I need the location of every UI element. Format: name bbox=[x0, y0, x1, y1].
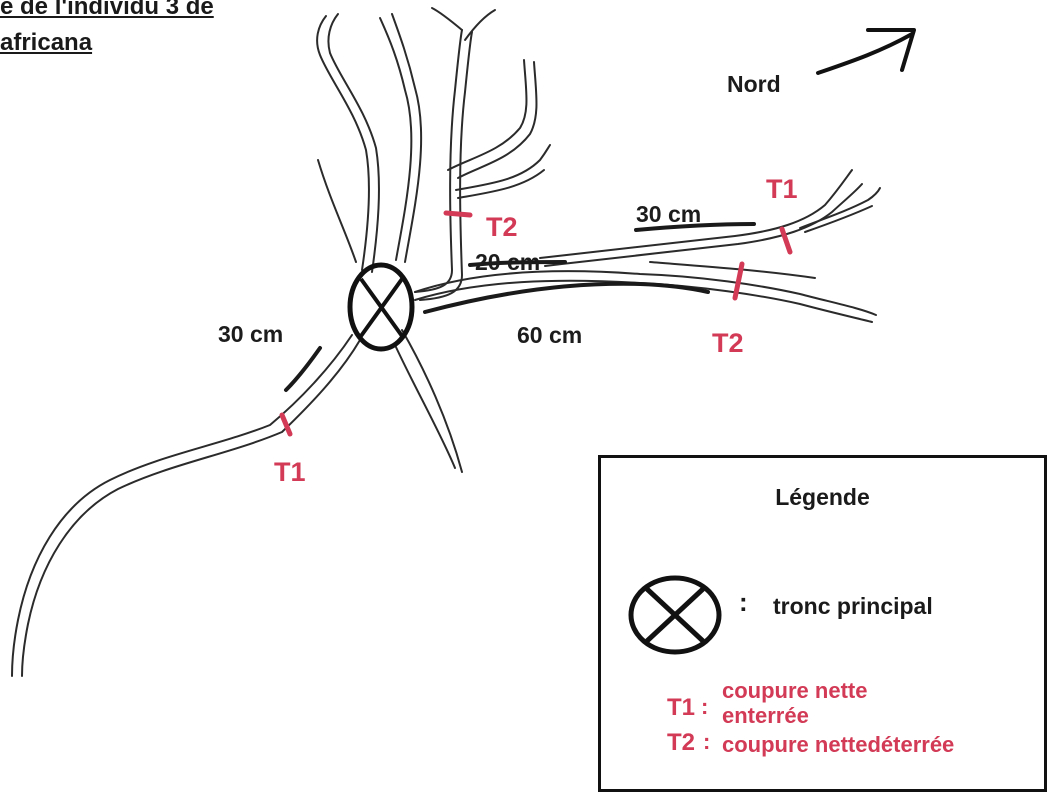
distance-label-left: 30 cm bbox=[218, 321, 283, 347]
distance-label-right: 30 cm bbox=[636, 201, 701, 227]
legend-t2-colon: : bbox=[703, 729, 710, 755]
legend-box: Légende : tronc principal T1 : coupure n… bbox=[598, 455, 1047, 792]
legend-t1-code: T1 bbox=[667, 694, 695, 722]
root-east-fork-outline-b bbox=[805, 206, 872, 232]
legend-trunk-colon: : bbox=[739, 587, 748, 618]
legend-trunk-symbol-icon bbox=[619, 574, 731, 656]
root-north-outline-b bbox=[392, 14, 421, 262]
cut-label-right-t2: T2 bbox=[712, 328, 744, 358]
trunk-symbol bbox=[350, 265, 412, 349]
root-north-branch-e bbox=[456, 145, 550, 190]
cut-mark-upper-t2 bbox=[446, 213, 470, 215]
legend-t2-description: coupure nettedéterrée bbox=[722, 732, 954, 758]
legend-t1-description-line-1: coupure nette bbox=[722, 678, 867, 704]
legend-title: Légende bbox=[601, 484, 1044, 511]
cut-label-upper-t2: T2 bbox=[486, 212, 518, 242]
root-south-outline-a bbox=[402, 330, 462, 472]
root-north-branch-b bbox=[465, 10, 495, 40]
north-label: Nord bbox=[727, 71, 781, 97]
legend-t1-colon: : bbox=[701, 694, 708, 720]
legend-t1-description-line-2: enterrée bbox=[722, 703, 809, 729]
root-northwest-outline-b bbox=[328, 14, 379, 272]
north-arrow-shaft bbox=[818, 34, 912, 73]
root-north-branch-a bbox=[432, 8, 462, 30]
root-southwest-outline-a bbox=[12, 335, 352, 676]
cut-label-left-t1: T1 bbox=[274, 457, 306, 487]
distance-label-upper: 20 cm bbox=[475, 249, 540, 275]
root-north-branch-f bbox=[458, 170, 544, 198]
root-south-outline-b bbox=[395, 345, 455, 468]
root-east-main-outline-b bbox=[415, 281, 872, 322]
distance-label-main: 60 cm bbox=[517, 322, 582, 348]
root-north-vertical-outline-a bbox=[415, 30, 462, 292]
legend-t2-code: T2 bbox=[667, 729, 695, 757]
legend-trunk-label: tronc principal bbox=[773, 593, 933, 620]
north-arrow bbox=[818, 30, 914, 73]
root-northwest-inner bbox=[318, 160, 356, 262]
root-north-vertical-outline-b bbox=[420, 32, 472, 300]
root-northwest-outline-a bbox=[317, 16, 369, 270]
cut-label-right-t1: T1 bbox=[766, 174, 798, 204]
